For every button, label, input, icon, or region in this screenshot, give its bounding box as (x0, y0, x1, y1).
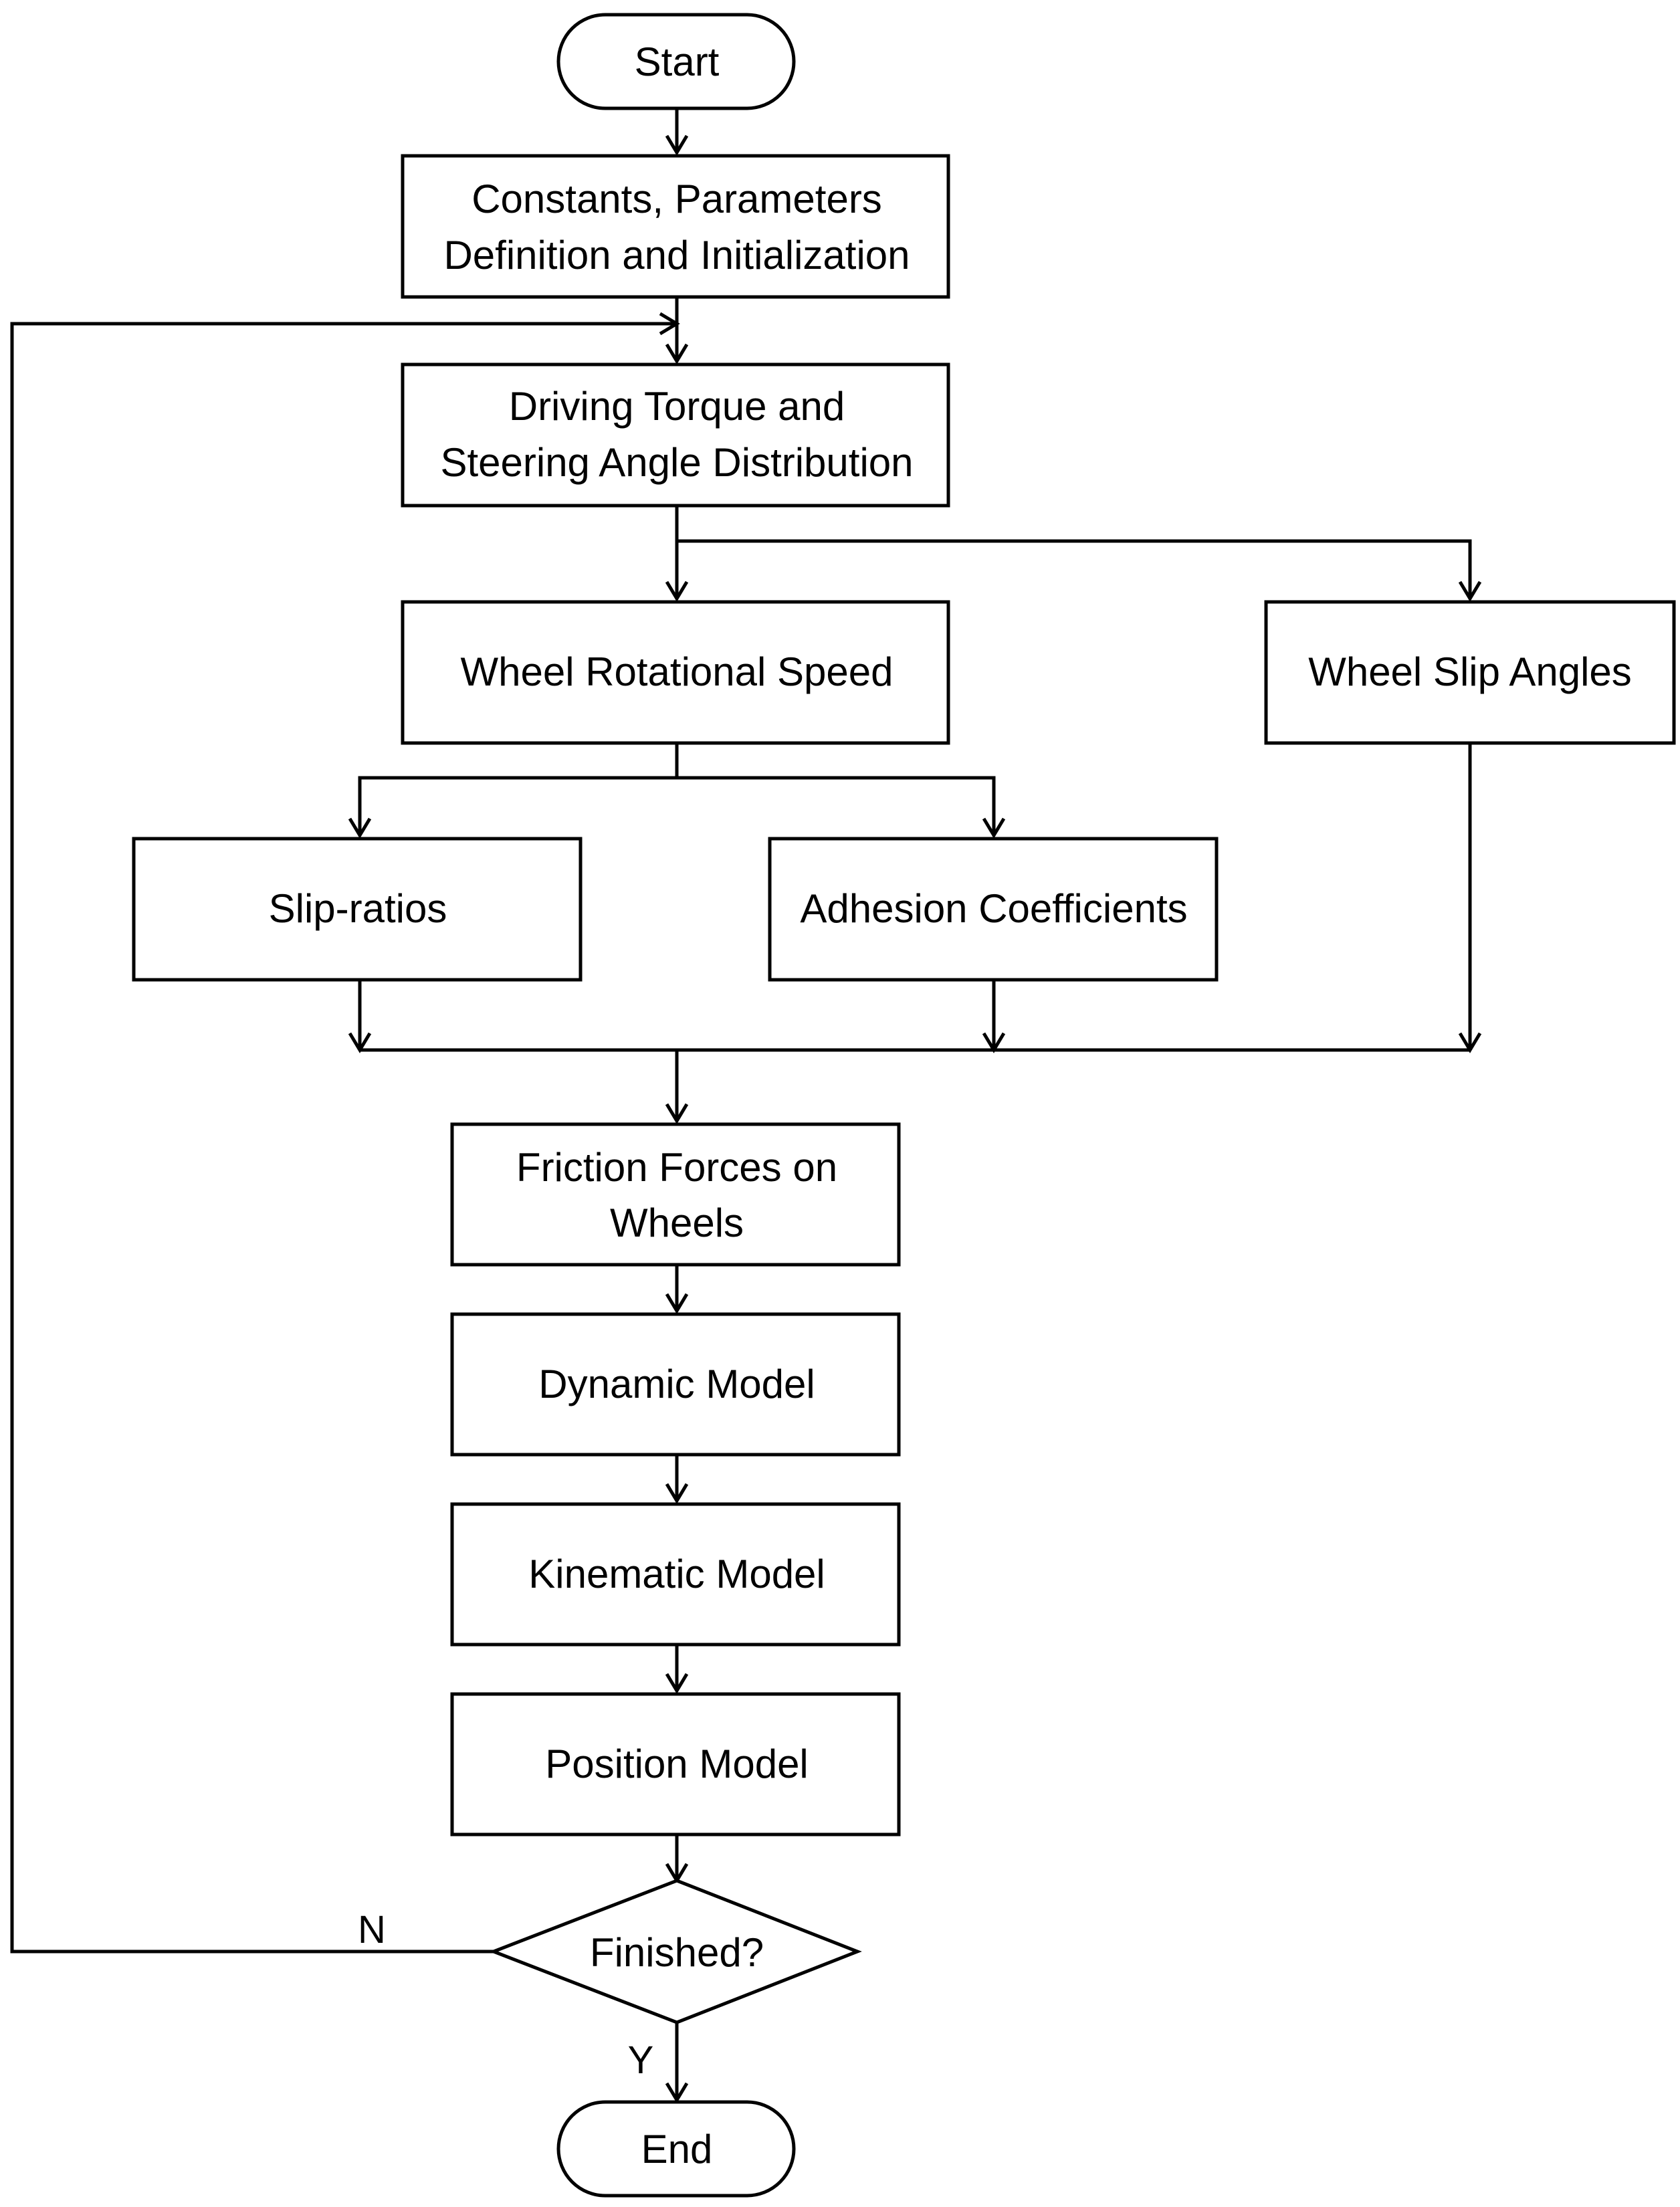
arrowhead (665, 1103, 689, 1124)
decision-shape (489, 1879, 862, 2024)
node-adhesion-label: Adhesion Coefficients (800, 886, 1187, 931)
branch-label-no: N (358, 1908, 386, 1952)
node-slip-ratios-label: Slip-ratios (269, 886, 447, 931)
node-end: End (556, 2100, 796, 2198)
node-position: Position Model (450, 1692, 901, 1836)
node-init: Constants, Parameters Definition and Ini… (401, 154, 950, 299)
process-shape (450, 1502, 901, 1647)
arrowhead (665, 1293, 689, 1314)
process-shape (768, 837, 1219, 982)
edge-torque-slip-angles (677, 539, 1472, 599)
node-adhesion: Adhesion Coefficients (768, 837, 1219, 982)
node-friction-label-1: Friction Forces on (516, 1145, 837, 1190)
process-shape (401, 362, 950, 508)
node-torque: Driving Torque and Steering Angle Distri… (401, 362, 950, 508)
process-shape (450, 1312, 901, 1457)
arrowhead (982, 817, 1006, 839)
node-torque-label-1: Driving Torque and (509, 384, 845, 429)
node-finished-label: Finished? (590, 1930, 764, 1975)
node-wheel-speed-label: Wheel Rotational Speed (460, 649, 893, 694)
node-friction: Friction Forces on Wheels (450, 1122, 901, 1267)
node-finished: Finished? (489, 1879, 862, 2024)
arrowhead (665, 1483, 689, 1504)
process-shape (401, 600, 950, 745)
edge-loop-back (10, 322, 677, 1954)
node-slip-ratios: Slip-ratios (132, 837, 583, 982)
node-kinematic-label: Kinematic Model (528, 1552, 825, 1596)
process-shape (450, 1122, 901, 1267)
node-torque-label-2: Steering Angle Distribution (440, 440, 913, 485)
process-shape (132, 837, 583, 982)
node-position-label: Position Model (545, 1742, 809, 1786)
arrowhead (665, 1673, 689, 1694)
node-friction-label-2: Wheels (610, 1200, 744, 1245)
edge-speed-adhesion (677, 776, 996, 835)
terminal-shape (556, 2100, 796, 2198)
edge-speed-slip-ratios (358, 776, 677, 835)
edges (10, 109, 1482, 2103)
arrowhead (665, 2082, 689, 2103)
node-init-label-1: Constants, Parameters (471, 177, 882, 221)
node-init-label-2: Definition and Initialization (443, 233, 910, 278)
node-start: Start (556, 13, 796, 110)
arrowhead (1458, 581, 1482, 602)
process-shape (450, 1692, 901, 1836)
arrowhead (665, 581, 689, 602)
node-dynamic-label: Dynamic Model (538, 1362, 815, 1406)
node-dynamic: Dynamic Model (450, 1312, 901, 1457)
process-shape (401, 154, 950, 299)
node-slip-angles: Wheel Slip Angles (1264, 600, 1676, 745)
node-slip-angles-label: Wheel Slip Angles (1308, 649, 1632, 694)
node-kinematic: Kinematic Model (450, 1502, 901, 1647)
terminal-shape (556, 13, 796, 110)
arrowhead (665, 343, 689, 364)
arrowhead (348, 817, 372, 839)
arrowhead (659, 312, 680, 336)
node-wheel-speed: Wheel Rotational Speed (401, 600, 950, 745)
branch-label-yes: Y (628, 2038, 654, 2082)
node-start-label: Start (635, 39, 720, 84)
node-end-label: End (641, 2127, 713, 2172)
process-shape (1264, 600, 1676, 745)
arrowhead (665, 134, 689, 156)
